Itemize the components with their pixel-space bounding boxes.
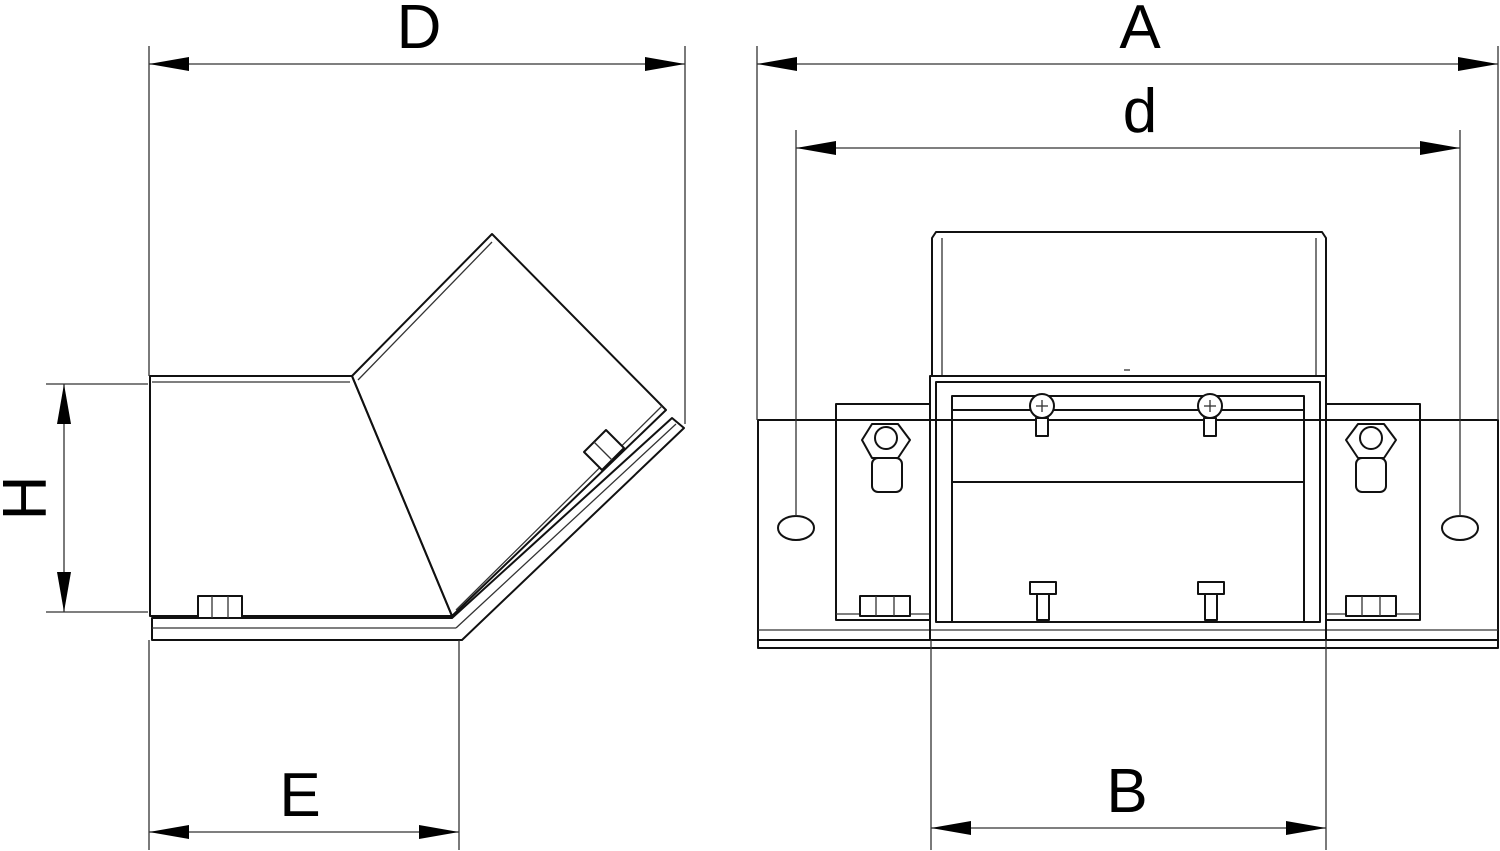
front-screw-bottom-left-icon (1029, 581, 1057, 621)
side-nut-angled-icon (583, 429, 625, 471)
side-straight-section (149, 375, 453, 617)
front-screw-top-left-icon (1029, 393, 1055, 437)
side-base-plate (151, 417, 685, 641)
dimension-lines (46, 46, 1499, 850)
side-view (149, 233, 685, 641)
label-H: H (0, 476, 60, 521)
front-nut-bottom-right-icon (1345, 595, 1397, 617)
label-E: E (279, 761, 320, 830)
front-view (757, 231, 1499, 649)
front-hole-left-icon (777, 515, 815, 541)
front-main-body (929, 375, 1327, 641)
side-nut-base-icon (197, 595, 243, 619)
front-hole-right-icon (1441, 515, 1479, 541)
label-D: D (397, 0, 442, 62)
label-A: A (1119, 0, 1161, 62)
side-angled-section (351, 233, 667, 617)
front-hex-nut-right-icon (1345, 423, 1397, 493)
front-upper-channel (931, 231, 1327, 377)
front-screw-top-right-icon (1197, 393, 1223, 437)
label-B: B (1106, 757, 1147, 826)
front-nut-bottom-left-icon (859, 595, 911, 617)
front-inner-frame (951, 395, 1305, 623)
front-hex-nut-left-icon (861, 423, 911, 493)
label-d: d (1123, 77, 1157, 146)
front-screw-bottom-right-icon (1197, 581, 1225, 621)
